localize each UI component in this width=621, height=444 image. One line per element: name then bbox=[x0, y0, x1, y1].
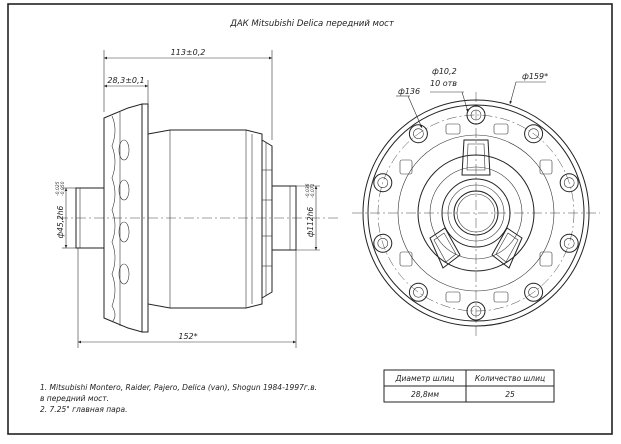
note-line-2: в передний мост. bbox=[40, 394, 109, 403]
differential-body bbox=[147, 129, 273, 309]
hub-outer bbox=[441, 178, 511, 248]
right-stub-shaft bbox=[271, 185, 297, 251]
dim-left-shaft: ф45,2h6 bbox=[56, 205, 65, 238]
inner-pockets bbox=[399, 123, 553, 303]
label-bolt-circle: ф136 bbox=[398, 87, 420, 96]
table-header-count: Количество шлиц bbox=[475, 374, 545, 383]
dim-right-shaft-tol-upper: -0,036 bbox=[305, 183, 311, 198]
note-line-1: 1. Mitsubishi Montero, Raider, Pajero, D… bbox=[40, 383, 317, 392]
bolt-circle bbox=[377, 114, 575, 312]
front-outer-ring bbox=[362, 99, 590, 327]
dim-left-shaft-tol-upper: -0,025 bbox=[55, 181, 61, 196]
front-view: ф10,2 10 отв ф136 ф159* bbox=[352, 67, 600, 338]
table-cell-count: 25 bbox=[505, 390, 515, 399]
dim-left-shaft-tol-lower: -0,050 bbox=[60, 181, 66, 196]
table-header-diameter: Диаметр шлиц bbox=[395, 374, 455, 383]
dim-overall-width: 113±0,2 bbox=[171, 48, 206, 57]
dim-right-shaft: ф112h6 bbox=[306, 207, 315, 237]
bolt-holes bbox=[373, 105, 579, 321]
side-view: 113±0,2 28,3±0,1 ф45,2h6 -0,025 -0,050 ф… bbox=[55, 48, 340, 348]
sheet-frame bbox=[7, 3, 613, 435]
label-outer-dia: ф159* bbox=[522, 72, 548, 81]
dim-flange-dia: 152* bbox=[178, 332, 197, 341]
spline-table: Диаметр шлиц Количество шлиц 28,8мм 25 bbox=[383, 369, 555, 403]
dim-flange-width: 28,3±0,1 bbox=[107, 76, 144, 85]
label-hole-dia: ф10,2 bbox=[432, 67, 457, 76]
pinion-lugs bbox=[429, 139, 523, 269]
note-line-3: 2. 7.25" главная пара. bbox=[40, 405, 127, 414]
dim-right-shaft-tol-lower: -0,071 bbox=[310, 183, 316, 198]
label-hole-count: 10 отв bbox=[430, 79, 457, 88]
drawing-title: ДАК Mitsubishi Delica передний мост bbox=[229, 19, 395, 29]
notes: 1. Mitsubishi Montero, Raider, Pajero, D… bbox=[40, 383, 317, 414]
spline-bore bbox=[453, 190, 499, 236]
table-cell-diameter: 28,8мм bbox=[411, 390, 439, 399]
